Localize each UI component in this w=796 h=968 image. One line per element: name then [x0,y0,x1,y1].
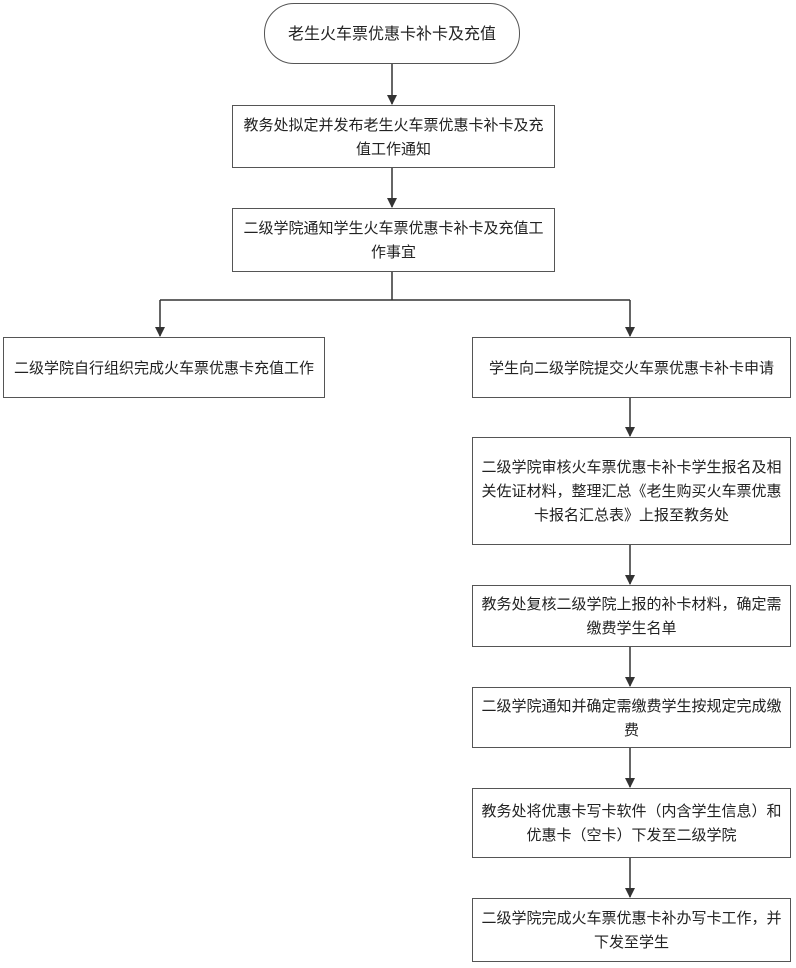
step-publish-notice-label: 教务处拟定并发布老生火车票优惠卡补卡及充值工作通知 [243,115,544,158]
step-complete-card-label: 二级学院完成火车票优惠卡补办写卡工作，并下发至学生 [481,909,782,951]
start-label: 老生火车票优惠卡补卡及充值 [287,23,496,43]
step-student-apply: 学生向二级学院提交火车票优惠卡补卡申请 [472,337,791,398]
step-complete-card: 二级学院完成火车票优惠卡补办写卡工作，并下发至学生 [472,898,791,962]
step-payment: 二级学院通知并确定需缴费学生按规定完成缴费 [472,687,791,748]
step-distribute-software-label: 教务处将优惠卡写卡软件（内含学生信息）和优惠卡（空卡）下发至二级学院 [481,802,782,844]
step-recheck: 教务处复核二级学院上报的补卡材料，确定需缴费学生名单 [472,585,791,647]
step-college-notify: 二级学院通知学生火车票优惠卡补卡及充值工作事宜 [232,208,555,272]
step-publish-notice: 教务处拟定并发布老生火车票优惠卡补卡及充值工作通知 [232,105,555,168]
left-branch-recharge-label: 二级学院自行组织完成火车票优惠卡充值工作 [14,358,315,377]
step-distribute-software: 教务处将优惠卡写卡软件（内含学生信息）和优惠卡（空卡）下发至二级学院 [472,788,791,858]
left-branch-recharge: 二级学院自行组织完成火车票优惠卡充值工作 [3,337,325,398]
start-node: 老生火车票优惠卡补卡及充值 [264,3,520,64]
step-payment-label: 二级学院通知并确定需缴费学生按规定完成缴费 [481,696,782,739]
step-recheck-label: 教务处复核二级学院上报的补卡材料，确定需缴费学生名单 [481,595,782,637]
step-college-notify-label: 二级学院通知学生火车票优惠卡补卡及充值工作事宜 [243,219,544,261]
step-college-review-label: 二级学院审核火车票优惠卡补卡学生报名及相关佐证材料，整理汇总《老生购买火车票优惠… [481,458,782,524]
step-college-review: 二级学院审核火车票优惠卡补卡学生报名及相关佐证材料，整理汇总《老生购买火车票优惠… [472,437,791,545]
step-student-apply-label: 学生向二级学院提交火车票优惠卡补卡申请 [488,358,774,377]
